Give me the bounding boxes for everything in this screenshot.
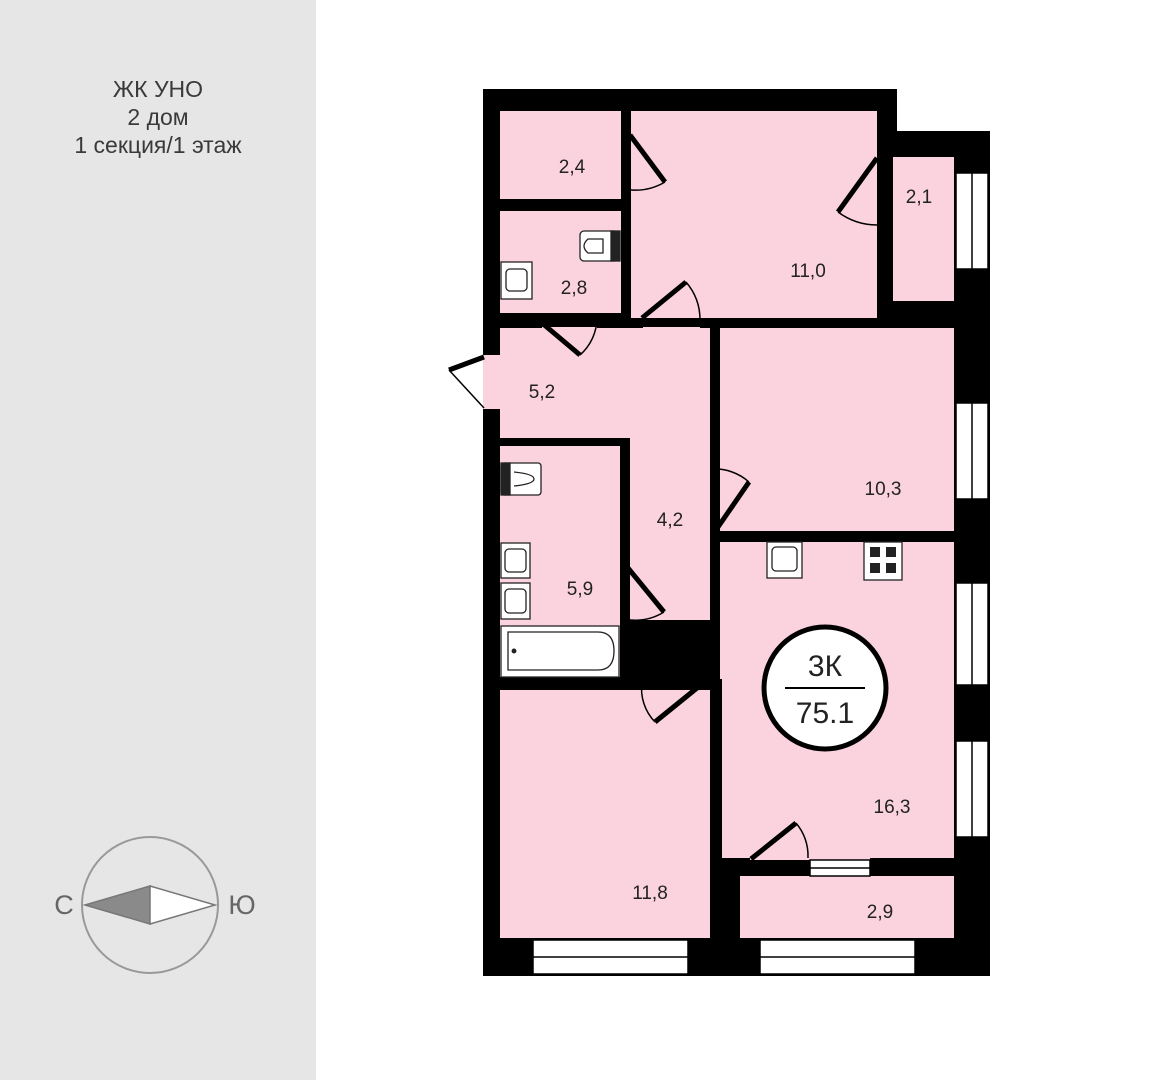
room-area-kitchen-living: 16,3 [874,797,911,818]
wall-segment [697,679,720,690]
sink-icon [500,542,531,620]
info-sidebar: ЖК УНО 2 дом 1 секция/1 этаж С Ю [0,0,316,1080]
wall-segment [500,677,633,690]
compass-west-label: С [54,890,74,920]
wall-segment [870,858,954,876]
fixtures [500,230,903,678]
wall-segment [620,438,630,568]
complex-name: ЖК УНО [112,76,204,102]
room-storage-top [500,111,621,199]
room-area-wc: 2,8 [561,278,587,299]
wall-segment [620,620,633,688]
room-labels: 2,4 2,8 11,0 2,1 5,2 4,2 10,3 5,9 16,3 1… [529,157,932,923]
wall-segment [500,438,630,446]
door-bedroom-top [640,280,688,320]
room-area-balcony: 2,1 [906,187,932,208]
wall-segment [720,860,740,938]
badge-room-count: 3К [808,650,843,683]
wall-segment [710,531,720,620]
room-bedroom-bottom [500,690,710,938]
wall-segment [893,301,954,318]
wall-segment [597,318,643,328]
room-loggia [740,876,954,938]
compass-icon: С Ю [54,836,256,974]
room-area-bedroom-top: 11,0 [790,261,826,282]
wall-segment [710,679,722,938]
door-entrance [448,354,485,373]
entrance-opening [483,355,501,409]
door-loggia [749,821,798,861]
room-area-corridor: 4,2 [657,510,683,531]
wall-segment [621,111,631,136]
wall-segment [500,199,631,211]
badge-total-area: 75.1 [796,697,854,730]
room-bedroom-top [631,111,877,318]
toilet-icon [500,462,542,496]
interior-walls [500,111,990,938]
rooms [483,111,954,938]
stove-icon [863,541,903,581]
door-balcony [835,156,880,214]
doors [448,133,880,861]
bathtub-icon [500,625,620,678]
door-wc [540,321,582,357]
project-info: ЖК УНО 2 дом 1 секция/1 этаж [0,75,316,159]
compass-needle-east [149,884,218,926]
room-area-bedroom-bottom: 11,8 [632,883,668,904]
wall-segment [720,531,954,542]
toilet-icon [579,230,621,262]
compass-east-label: Ю [228,890,255,920]
building-number: 2 дом [127,104,189,130]
wall-segment [621,199,631,319]
door-bedroom-bottom [653,686,699,724]
room-area-hall: 5,2 [529,382,555,403]
kitchen-sink-icon [766,541,803,579]
room-balcony-right [893,157,954,301]
room-area-loggia: 2,9 [867,902,893,923]
door-storage [627,133,668,184]
wall-segment [710,327,720,469]
apartment-badge: 3К 75.1 [761,624,889,752]
room-area-storage: 2,4 [559,157,586,178]
door-bedroom-right [715,480,752,529]
room-area-bedroom-right: 10,3 [865,479,902,500]
section-floor: 1 секция/1 этаж [74,132,242,158]
room-bedroom-right [720,327,954,531]
wall-segment [700,318,954,328]
wall-segment [877,111,893,161]
sink-icon [500,261,533,300]
door-bathroom [626,566,666,614]
wall-segment [500,318,542,328]
windows [532,172,989,975]
room-area-bathroom: 5,9 [567,579,593,600]
wall-segment [877,225,893,318]
